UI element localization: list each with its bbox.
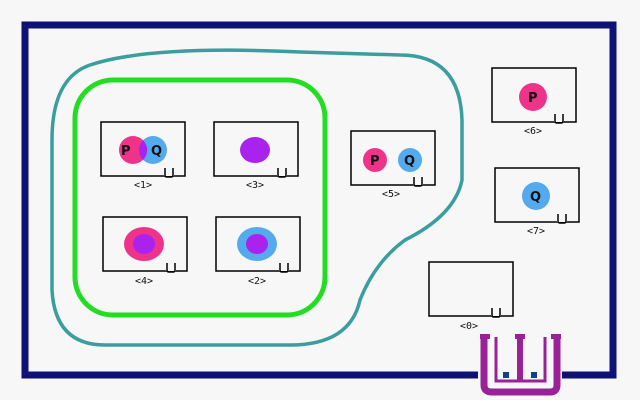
subset-box-1: P Q <1>	[100, 121, 186, 191]
universe-symbol-icon	[164, 168, 174, 178]
subset-box-frame	[213, 121, 299, 177]
subset-box-3: <3>	[213, 121, 299, 191]
intersection-inner-circle	[246, 234, 268, 254]
subset-box-frame	[491, 67, 577, 123]
logo-dot-right	[531, 372, 537, 378]
region-label-6: <6>	[524, 126, 542, 137]
set-p-letter: P	[121, 144, 131, 159]
region-label-3: <3>	[246, 180, 264, 191]
universe-border	[21, 21, 617, 379]
region-label-4: <4>	[135, 276, 153, 287]
subset-box-frame	[100, 121, 186, 177]
subset-box-frame	[428, 261, 514, 317]
intersection-inner-circle	[133, 234, 155, 254]
set-p-letter: P	[528, 91, 538, 106]
logo-dot-left	[503, 372, 509, 378]
outer-region-boundary	[50, 48, 464, 347]
inner-region-boundary	[72, 77, 328, 318]
region-label-7: <7>	[527, 226, 545, 237]
region-label-1: <1>	[134, 180, 152, 191]
set-q-circle	[522, 182, 550, 210]
universe-symbol-icon	[557, 214, 567, 224]
universe-symbol-icon	[491, 308, 501, 318]
set-q-letter: Q	[151, 144, 162, 159]
subset-box-frame	[102, 216, 188, 272]
subset-box-2: <2>	[215, 216, 301, 287]
universe-symbol-icon	[413, 177, 423, 187]
region-label-5: <5>	[382, 189, 400, 200]
set-p-circle	[363, 148, 387, 172]
set-p-letter: P	[370, 154, 380, 169]
intersection-lens	[138, 140, 148, 160]
set-q-circle	[139, 136, 167, 164]
region-label-2: <2>	[248, 276, 266, 287]
universe-symbol-icon	[279, 263, 289, 273]
set-q-letter: Q	[530, 190, 541, 205]
subset-box-frame	[350, 130, 436, 186]
universe-symbol-icon	[277, 168, 287, 178]
universe-symbol-logo	[478, 332, 562, 398]
region-label-0: <0>	[460, 321, 478, 332]
subset-box-0: <0>	[428, 261, 514, 332]
set-q-letter: Q	[404, 154, 415, 169]
subset-box-7: Q <7>	[494, 167, 580, 237]
subset-box-4: <4>	[102, 216, 188, 287]
subset-box-5: P Q <5>	[350, 130, 436, 200]
subset-box-6: P <6>	[491, 67, 577, 137]
universe-symbol-icon	[166, 263, 176, 273]
set-q-circle	[398, 148, 422, 172]
subset-box-frame	[215, 216, 301, 272]
subset-box-frame	[494, 167, 580, 223]
intersection-only-circle	[240, 137, 270, 163]
set-p-circle	[519, 83, 547, 111]
set-p-circle	[119, 136, 147, 164]
universe-symbol-icon	[554, 114, 564, 124]
